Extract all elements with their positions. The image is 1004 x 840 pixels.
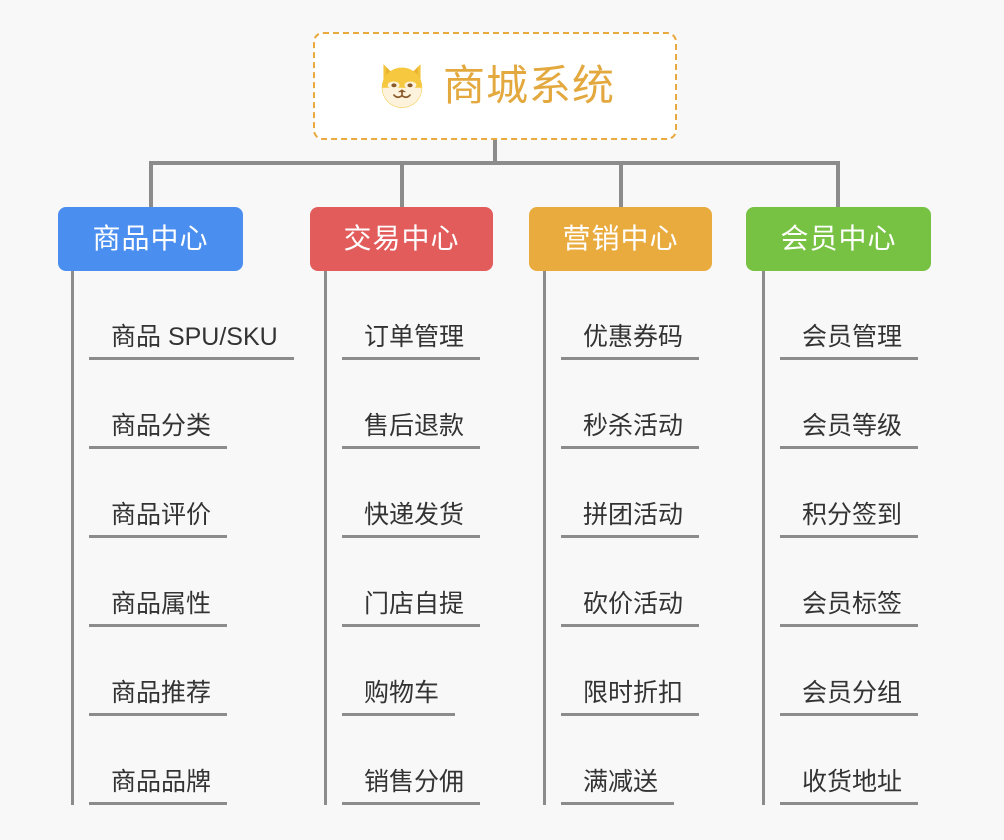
- category-header-trade-center[interactable]: 交易中心: [310, 207, 493, 271]
- leaf-label: 商品分类: [111, 411, 212, 440]
- shiba-dog-icon: [381, 64, 423, 108]
- leaf-label: 门店自提: [364, 589, 465, 618]
- leaf-item[interactable]: 砍价活动: [561, 538, 759, 627]
- leaf-item[interactable]: 门店自提: [342, 538, 540, 627]
- leaf-item[interactable]: 会员标签: [780, 538, 976, 627]
- leaf-label: 优惠券码: [583, 322, 684, 351]
- leaf-item[interactable]: 商品属性: [89, 538, 308, 627]
- leaf-label: 售后退款: [364, 411, 465, 440]
- leaf-item[interactable]: 拼团活动: [561, 449, 759, 538]
- connector-root-stem: [493, 140, 497, 164]
- leaf-label: 快递发货: [364, 500, 465, 529]
- connector-drop-marketing-center: [619, 161, 623, 209]
- leaf-label: 销售分佣: [364, 767, 465, 796]
- category-header-product-center[interactable]: 商品中心: [58, 207, 243, 271]
- leaf-label: 砍价活动: [583, 589, 684, 618]
- category-header-member-center[interactable]: 会员中心: [746, 207, 931, 271]
- leaf-label: 会员标签: [802, 589, 903, 618]
- leaf-label: 商品推荐: [111, 678, 212, 707]
- branch-column-member-center: 会员中心 会员管理 会员等级 积分签到 会员标签 会员分组 收货地址: [746, 207, 976, 805]
- leaf-item[interactable]: 会员等级: [780, 360, 976, 449]
- leaf-label: 商品属性: [111, 589, 212, 618]
- leaf-label: 会员分组: [802, 678, 903, 707]
- leaf-item[interactable]: 销售分佣: [342, 716, 540, 805]
- category-label: 交易中心: [343, 223, 460, 254]
- category-label: 商品中心: [92, 223, 209, 254]
- leaf-item[interactable]: 会员管理: [780, 271, 976, 360]
- connector-drop-member-center: [836, 161, 840, 209]
- leaf-list-member-center: 会员管理 会员等级 积分签到 会员标签 会员分组 收货地址: [762, 271, 976, 805]
- connector-drop-product-center: [149, 161, 153, 209]
- leaf-label: 商品品牌: [111, 767, 212, 796]
- leaf-item[interactable]: 限时折扣: [561, 627, 759, 716]
- category-label: 营销中心: [562, 223, 679, 254]
- leaf-item[interactable]: 秒杀活动: [561, 360, 759, 449]
- leaf-item[interactable]: 快递发货: [342, 449, 540, 538]
- branch-column-marketing-center: 营销中心 优惠券码 秒杀活动 拼团活动 砍价活动 限时折扣 满减送: [529, 207, 759, 805]
- leaf-list-trade-center: 订单管理 售后退款 快递发货 门店自提 购物车 销售分佣: [324, 271, 540, 805]
- leaf-item[interactable]: 满减送: [561, 716, 759, 805]
- leaf-list-marketing-center: 优惠券码 秒杀活动 拼团活动 砍价活动 限时折扣 满减送: [543, 271, 759, 805]
- connector-drop-trade-center: [400, 161, 404, 209]
- leaf-item[interactable]: 商品品牌: [89, 716, 308, 805]
- connector-horizontal-bus: [149, 161, 840, 165]
- leaf-label: 商品评价: [111, 500, 212, 529]
- category-header-marketing-center[interactable]: 营销中心: [529, 207, 712, 271]
- root-node[interactable]: 商城系统: [313, 32, 677, 140]
- leaf-item[interactable]: 售后退款: [342, 360, 540, 449]
- leaf-label: 会员等级: [802, 411, 903, 440]
- leaf-item[interactable]: 收货地址: [780, 716, 976, 805]
- leaf-label: 收货地址: [802, 767, 903, 796]
- leaf-item[interactable]: 优惠券码: [561, 271, 759, 360]
- leaf-label: 限时折扣: [583, 678, 684, 707]
- leaf-item[interactable]: 商品推荐: [89, 627, 308, 716]
- leaf-label: 积分签到: [802, 500, 903, 529]
- leaf-label: 订单管理: [364, 322, 465, 351]
- leaf-label: 秒杀活动: [583, 411, 684, 440]
- leaf-label: 拼团活动: [583, 500, 684, 529]
- branch-column-trade-center: 交易中心 订单管理 售后退款 快递发货 门店自提 购物车 销售分佣: [310, 207, 540, 805]
- leaf-item[interactable]: 商品评价: [89, 449, 308, 538]
- branch-column-product-center: 商品中心 商品 SPU/SKU 商品分类 商品评价 商品属性 商品推荐 商品品牌: [58, 207, 308, 805]
- leaf-label: 商品 SPU/SKU: [111, 322, 278, 351]
- category-label: 会员中心: [780, 223, 897, 254]
- leaf-item[interactable]: 商品分类: [89, 360, 308, 449]
- leaf-list-product-center: 商品 SPU/SKU 商品分类 商品评价 商品属性 商品推荐 商品品牌: [71, 271, 308, 805]
- leaf-item[interactable]: 会员分组: [780, 627, 976, 716]
- leaf-item[interactable]: 积分签到: [780, 449, 976, 538]
- leaf-item[interactable]: 购物车: [342, 627, 540, 716]
- leaf-label: 会员管理: [802, 322, 903, 351]
- leaf-item[interactable]: 商品 SPU/SKU: [89, 271, 308, 360]
- leaf-label: 购物车: [364, 678, 440, 707]
- leaf-item[interactable]: 订单管理: [342, 271, 540, 360]
- leaf-label: 满减送: [583, 767, 659, 796]
- root-title: 商城系统: [442, 62, 615, 109]
